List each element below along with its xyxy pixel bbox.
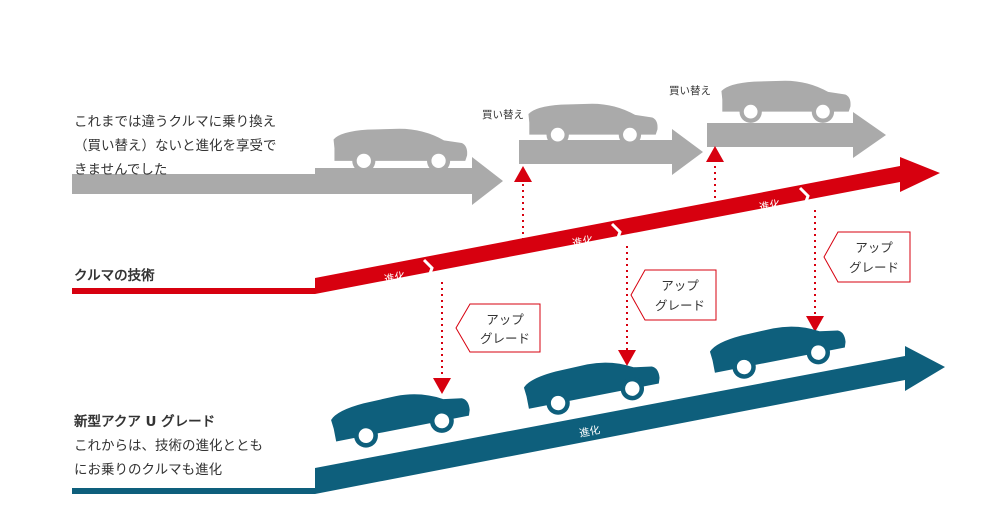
upgrade-caption: 新型アクア U グレード これからは、技術の進化ととも にお乗りのクルマも進化 [74, 410, 263, 482]
gray-car-icon [333, 128, 468, 173]
upgrade-tag: アップ グレード [455, 303, 541, 353]
teal-car-icon [328, 382, 471, 448]
old-way-line-1: これまでは違うクルマに乗り換え [74, 114, 277, 130]
dotted-arrow-up [706, 146, 724, 204]
upgrade-line-2: にお乗りのクルマも進化 [74, 462, 223, 478]
upgrade-title: 新型アクア U グレード [74, 414, 216, 430]
tech-evolve-label: 進化 [758, 197, 782, 214]
upgrade-tag-line1: アップ [486, 312, 524, 327]
old-way-caption: これまでは違うクルマに乗り換え （買い替え）ないと進化を享受で きませんでした [74, 110, 277, 182]
upgrade-tag-line2: グレード [849, 260, 899, 275]
teal-car-icon [521, 351, 661, 415]
tech-evolve-label: 進化 [571, 233, 595, 250]
tech-title: クルマの技術 [74, 268, 155, 284]
old-way-line-3: きませんでした [74, 162, 168, 178]
upgrade-tag-line1: アップ [855, 240, 893, 255]
upgrade-tag: アップ グレード [630, 269, 717, 321]
upgrade-tag-line2: グレード [655, 298, 705, 313]
gray-arrow-1 [72, 157, 503, 205]
dotted-arrow-down [433, 282, 451, 394]
upgrade-evolve-label: 進化 [578, 423, 602, 440]
dotted-arrow-up [514, 166, 532, 240]
replace-label: 買い替え [482, 108, 524, 121]
old-way-line-2: （買い替え）ないと進化を享受で [74, 138, 277, 154]
tech-arrow-chevrons [422, 186, 810, 280]
gray-arrow-3 [707, 112, 886, 158]
upgrade-tag-line2: グレード [480, 331, 530, 346]
tech-evolve-label: 進化 [383, 269, 407, 286]
dotted-arrow-down [618, 246, 636, 366]
upgrade-tag-line1: アップ [661, 278, 699, 293]
upgrade-line-1: これからは、技術の進化ととも [74, 438, 263, 454]
gray-car-icon [528, 103, 658, 146]
dotted-arrow-down [806, 210, 824, 332]
replace-label: 買い替え [669, 84, 711, 97]
teal-car-icon [707, 315, 847, 379]
gray-car-icon [721, 80, 851, 123]
upgrade-tag: アップ グレード [823, 231, 911, 283]
